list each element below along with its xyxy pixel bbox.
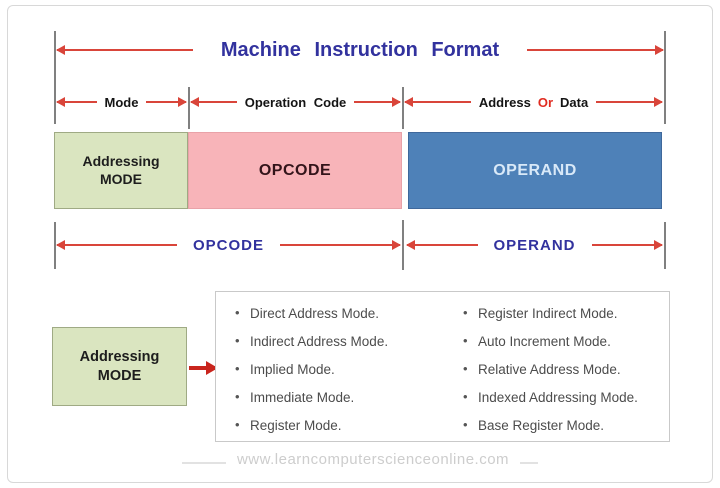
ruler-tick-right-top <box>664 31 666 124</box>
diagram-title: Machine Instruction Format <box>220 38 500 61</box>
watermark-text: www.learncomputerscienceonline.com <box>236 451 510 468</box>
modes-list-right: Register Indirect Mode. Auto Increment M… <box>461 304 669 441</box>
data-word: Data <box>560 94 589 110</box>
addressing-mode-box-line1: Addressing <box>79 349 160 366</box>
operand-width-span: OPERAND <box>406 235 663 255</box>
addressing-mode-box-line2: MODE <box>97 367 142 384</box>
list-item: Relative Address Mode. <box>461 360 669 378</box>
addressing-mode-field-box: Addressing MODE <box>54 132 188 209</box>
ruler-tick-opcode-operand <box>402 87 404 129</box>
field-label-operation-code: Operation Code <box>244 94 347 110</box>
addressing-mode-label-line2: MODE <box>100 170 142 187</box>
arrow-right-icon <box>280 240 402 250</box>
thick-arrow-right-icon <box>189 361 218 375</box>
watermark-dash-right <box>520 462 539 464</box>
field-label-address-or-data: Address Or Data <box>479 95 588 110</box>
watermark-dash-left <box>181 462 226 464</box>
arrow-right-icon <box>527 45 664 55</box>
addressing-mode-box: Addressing MODE <box>52 327 187 406</box>
or-word: Or <box>537 94 554 110</box>
arrow-left-icon <box>56 97 97 107</box>
modes-list-left: Direct Address Mode. Indirect Address Mo… <box>233 304 461 441</box>
field-span-operation-code: Operation Code <box>190 92 401 112</box>
ruler-tick-left-bottom <box>54 222 56 269</box>
list-item: Register Mode. <box>233 416 461 434</box>
watermark: www.learncomputerscienceonline.com <box>0 451 720 468</box>
opcode-label: OPCODE <box>258 161 332 179</box>
field-span-mode: Mode <box>56 92 187 112</box>
arrow-right-icon <box>146 97 187 107</box>
field-span-address-or-data: Address Or Data <box>404 92 663 112</box>
list-item: Indexed Addressing Mode. <box>461 388 669 406</box>
ruler-tick-right-bottom <box>664 222 666 269</box>
arrow-left-icon <box>56 45 193 55</box>
list-item: Auto Increment Mode. <box>461 332 669 350</box>
operand-field-box: OPERAND <box>408 132 662 209</box>
ruler-tick-left-top <box>54 31 56 124</box>
arrow-left-icon <box>406 240 478 250</box>
list-item: Implied Mode. <box>233 360 461 378</box>
address-word: Address <box>478 94 531 110</box>
arrow-right-icon <box>354 97 401 107</box>
list-item: Indirect Address Mode. <box>233 332 461 350</box>
addressing-modes-list-box: Direct Address Mode. Indirect Address Mo… <box>215 291 670 442</box>
opcode-width-label: OPCODE <box>193 236 265 254</box>
modes-pointer <box>189 361 218 375</box>
opcode-field-box: OPCODE <box>188 132 402 209</box>
opcode-width-span: OPCODE <box>56 235 402 255</box>
list-item: Direct Address Mode. <box>233 304 461 322</box>
list-item: Immediate Mode. <box>233 388 461 406</box>
arrow-right-icon <box>591 240 663 250</box>
list-item: Base Register Mode. <box>461 416 669 434</box>
addressing-mode-label-line1: Addressing <box>82 153 160 169</box>
format-width-ruler: Machine Instruction Format <box>56 38 664 61</box>
arrow-left-icon <box>56 240 177 250</box>
arrow-left-icon <box>404 97 471 107</box>
list-item: Register Indirect Mode. <box>461 304 669 322</box>
ruler-tick-mid-bottom <box>402 220 404 270</box>
arrow-right-icon <box>596 97 663 107</box>
field-label-mode: Mode <box>104 94 139 110</box>
arrow-left-icon <box>190 97 237 107</box>
operand-label: OPERAND <box>493 161 577 179</box>
operand-width-label: OPERAND <box>493 236 576 254</box>
slide-border <box>7 5 713 483</box>
ruler-tick-mode-opcode <box>188 87 190 129</box>
